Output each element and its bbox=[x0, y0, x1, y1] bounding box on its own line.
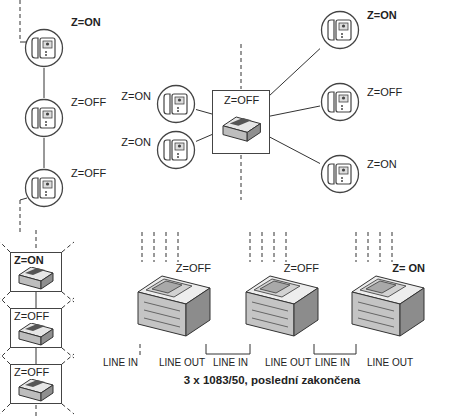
wire-connector bbox=[270, 49, 320, 96]
intercom-phone: Z=OFF bbox=[24, 168, 64, 208]
power-supply-unit: Z= ON bbox=[346, 262, 430, 344]
wire-connector bbox=[36, 348, 37, 364]
distributor-box: Z=OFF bbox=[10, 364, 62, 404]
switch-label: Z=ON bbox=[366, 158, 398, 171]
intercom-phone: Z=ON bbox=[156, 130, 196, 170]
distributor-box: Z=OFF bbox=[10, 308, 62, 348]
switch-label: Z=ON bbox=[120, 90, 152, 103]
device-icon bbox=[346, 262, 430, 344]
switch-label: Z= ON bbox=[391, 262, 426, 275]
switch-label: Z=OFF bbox=[223, 94, 260, 107]
switch-label: Z=OFF bbox=[70, 96, 107, 109]
wire-connector bbox=[44, 68, 45, 98]
switch-label: Z=ON bbox=[13, 254, 45, 267]
intercom-phone: Z=ON bbox=[24, 28, 64, 68]
terminal-label: LINE OUT bbox=[264, 357, 312, 369]
phone-icon bbox=[24, 28, 64, 68]
switch-label: Z=OFF bbox=[70, 167, 107, 180]
switch-label: Z=OFF bbox=[13, 310, 50, 323]
wire-connector bbox=[44, 138, 45, 168]
device-icon bbox=[132, 262, 216, 344]
phone-icon bbox=[24, 98, 64, 138]
switch-label: Z=OFF bbox=[13, 366, 50, 379]
phone-icon bbox=[320, 154, 360, 194]
caption: 3 x 1083/50, poslední zakončena bbox=[184, 373, 360, 387]
wire-connector bbox=[196, 135, 212, 142]
device-icon bbox=[240, 262, 324, 344]
wire-connector bbox=[36, 292, 37, 308]
distributor-box: Z=ON bbox=[10, 252, 62, 292]
switch-label: Z=OFF bbox=[366, 86, 403, 99]
wire-connector bbox=[314, 344, 356, 354]
terminal-label: LINE IN bbox=[102, 357, 139, 369]
switch-label: Z=ON bbox=[70, 16, 102, 29]
intercom-phone: Z=OFF bbox=[24, 98, 64, 138]
phone-icon bbox=[156, 84, 196, 124]
distributor-box: Z=OFF bbox=[212, 90, 270, 154]
power-supply-unit: Z=OFF bbox=[240, 262, 324, 344]
wire-connector bbox=[270, 106, 320, 116]
wire-connector bbox=[270, 137, 320, 163]
intercom-phone: Z=ON bbox=[320, 154, 360, 194]
wire-connector bbox=[206, 344, 250, 354]
intercom-phone: Z=ON bbox=[156, 84, 196, 124]
terminal-label: LINE IN bbox=[314, 357, 351, 369]
phone-icon bbox=[320, 82, 360, 122]
phone-icon bbox=[156, 130, 196, 170]
phone-icon bbox=[24, 168, 64, 208]
terminal-label: LINE IN bbox=[212, 357, 249, 369]
switch-label: Z=ON bbox=[120, 136, 152, 149]
switch-label: Z=OFF bbox=[175, 262, 212, 275]
intercom-phone: Z=OFF bbox=[320, 82, 360, 122]
switch-label: Z=OFF bbox=[283, 262, 320, 275]
intercom-phone: Z=ON bbox=[320, 10, 360, 50]
switch-label: Z=ON bbox=[366, 9, 398, 22]
phone-icon bbox=[320, 10, 360, 50]
power-supply-unit: Z=OFF bbox=[132, 262, 216, 344]
terminal-label: LINE OUT bbox=[366, 357, 414, 369]
terminal-label: LINE OUT bbox=[158, 357, 206, 369]
wire-connector bbox=[196, 110, 212, 115]
